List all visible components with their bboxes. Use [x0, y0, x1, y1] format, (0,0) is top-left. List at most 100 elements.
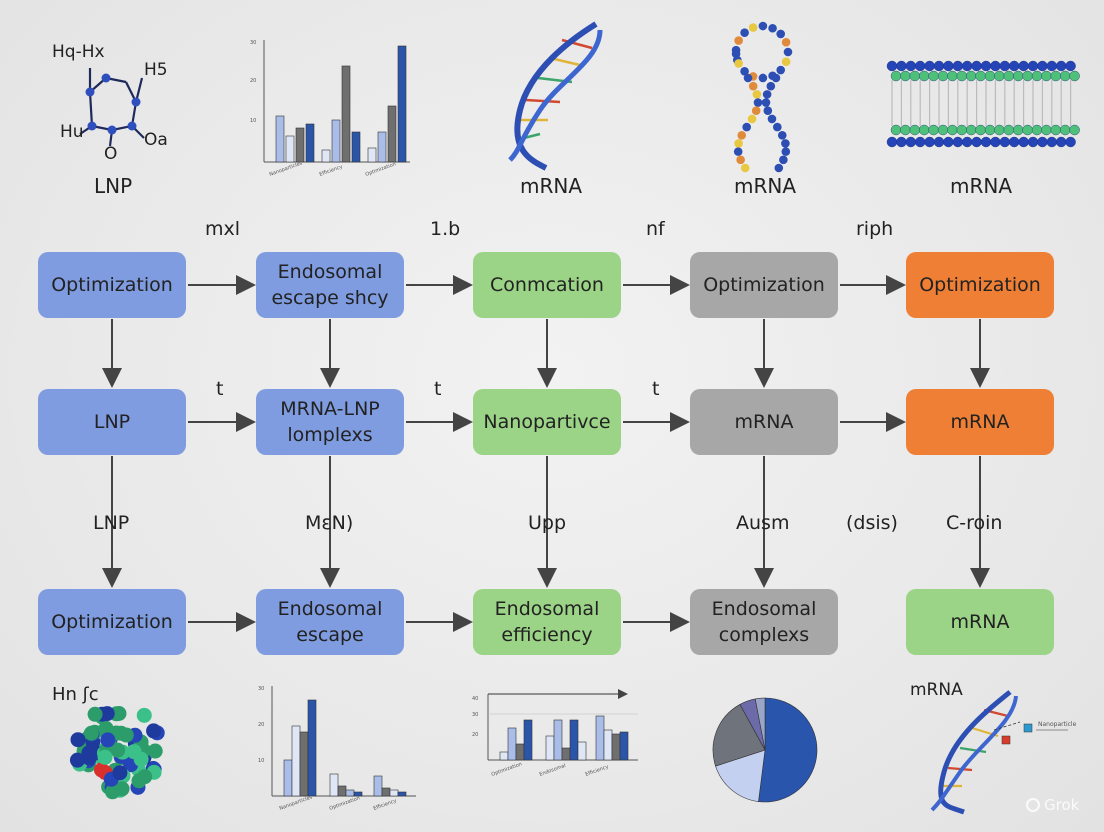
step-label: Conmcation	[490, 274, 604, 296]
nanoparticle-atom	[146, 723, 162, 739]
watermark-text: Grok	[1044, 796, 1080, 814]
nanoparticle-atom	[133, 751, 149, 767]
pie-slice	[712, 704, 766, 767]
step-box-endosomal-escape[interactable]: Endosomal escape	[256, 589, 404, 655]
rna-bead	[733, 147, 743, 156]
nanoparticle-atom	[87, 706, 103, 722]
nanoparticle-atom	[137, 769, 153, 785]
dna-helix-2-icon: Nanoparticle	[930, 690, 1077, 815]
svg-text:Optimization: Optimization	[329, 795, 361, 812]
step-label: mRNA	[950, 411, 1010, 433]
svg-text:20: 20	[258, 722, 264, 728]
svg-text:30: 30	[258, 686, 264, 692]
column-label: 1.b	[430, 218, 461, 240]
nanoparticle-atom	[112, 765, 128, 781]
step-label: mRNA	[950, 611, 1010, 633]
step-label: mRNA	[734, 411, 794, 433]
step-box-endosomal-efficiency[interactable]: Endosomal efficiency	[473, 589, 621, 655]
rna-bead	[773, 122, 782, 132]
rna-bead	[779, 155, 788, 165]
svg-text:10: 10	[250, 118, 256, 124]
rna-bead	[752, 90, 762, 99]
dna-helix-2-label: mRNA	[910, 680, 963, 700]
rna-bead	[740, 163, 750, 173]
step-label: Optimization	[919, 274, 1041, 296]
dna-helix-icon	[508, 21, 603, 171]
rna-bead	[747, 114, 757, 124]
nanoparticle-atom	[114, 781, 130, 797]
svg-text:30: 30	[472, 712, 478, 718]
column-label: mxl	[205, 218, 241, 240]
step-box-mrna[interactable]: mRNA	[906, 589, 1054, 655]
molecule-caption: LNP	[94, 174, 133, 198]
step-label: MRNA-LNP lomplexs	[280, 398, 380, 446]
rna-bead	[736, 155, 745, 165]
step-label: Optimization	[51, 611, 173, 633]
rna-bead	[734, 59, 743, 68]
pie-slice	[758, 697, 818, 803]
svg-text:20: 20	[472, 732, 478, 738]
step-box-nanoparticle[interactable]: Nanopartivce	[473, 389, 621, 455]
nanoparticle-atom	[113, 725, 129, 741]
nanoparticle-atom	[97, 749, 113, 765]
step-box-optimization[interactable]: Optimization	[906, 252, 1054, 318]
step-box-mrna[interactable]: mRNA	[690, 389, 838, 455]
rna-bead	[740, 28, 749, 37]
rna-bead	[781, 37, 791, 47]
svg-text:Optimization: Optimization	[491, 761, 523, 778]
svg-text:10: 10	[258, 758, 264, 764]
svg-text:Efficiency: Efficiency	[585, 764, 610, 778]
svg-text:Nanoparticles: Nanoparticles	[279, 794, 314, 812]
pie-slice	[754, 697, 766, 751]
row-label: (dsis)	[846, 512, 898, 534]
step-box-optimization[interactable]: Optimization	[38, 252, 186, 318]
rna-bead	[737, 130, 747, 140]
step-box-lnp[interactable]: LNP	[38, 389, 186, 455]
step-box-optimization[interactable]: Optimization	[38, 589, 186, 655]
rna-bead	[742, 122, 751, 132]
arrow-label: t	[434, 378, 442, 400]
rna-bead	[731, 49, 741, 59]
rna-bead	[748, 23, 758, 32]
rna-bead	[753, 98, 763, 107]
rna-bead	[743, 73, 753, 83]
arrow-label: t	[216, 378, 224, 400]
step-box-endosomal-complexes[interactable]: Endosomal complexs	[690, 589, 838, 655]
step-label: LNP	[93, 411, 131, 433]
column-label: riph	[856, 218, 894, 240]
rna-bead	[767, 114, 777, 124]
rna-bead	[783, 47, 793, 57]
step-box-conmcation[interactable]: Conmcation	[473, 252, 621, 318]
step-box-mrna[interactable]: mRNA	[906, 389, 1054, 455]
row-label: LNP	[93, 512, 130, 534]
rna-bead	[758, 21, 768, 31]
step-box-endosomal-escape[interactable]: Endosomal escape shcy	[256, 252, 404, 318]
step-box-mrna-lnp-complexes[interactable]: MRNA-LNP lomplexs	[256, 389, 404, 455]
rna-bead	[768, 23, 777, 33]
nanoparticle-atom	[100, 732, 116, 748]
molecule-atom-label: H5	[144, 60, 168, 80]
rna-bead	[771, 73, 781, 83]
rna-bead	[763, 106, 773, 116]
arrow-label: t	[652, 378, 660, 400]
step-label: Endosomal complexs	[711, 598, 817, 646]
rna-bead	[761, 98, 771, 107]
svg-text:Endosomal: Endosomal	[539, 763, 567, 778]
rna-bead	[781, 57, 791, 67]
rna-bead	[748, 81, 758, 91]
step-label: Optimization	[703, 274, 825, 296]
step-box-optimization[interactable]: Optimization	[690, 252, 838, 318]
molecule-structure-icon	[79, 68, 145, 147]
rna-bead	[781, 139, 790, 148]
rna-bead	[776, 65, 786, 75]
nanoparticle-atom	[147, 743, 163, 759]
row-label: MεN)	[305, 512, 354, 534]
row-label: Ausm	[736, 512, 790, 534]
dna-helix-caption: mRNA	[520, 174, 583, 198]
rna-loop-icon	[731, 21, 793, 173]
rna-bead	[781, 147, 791, 156]
